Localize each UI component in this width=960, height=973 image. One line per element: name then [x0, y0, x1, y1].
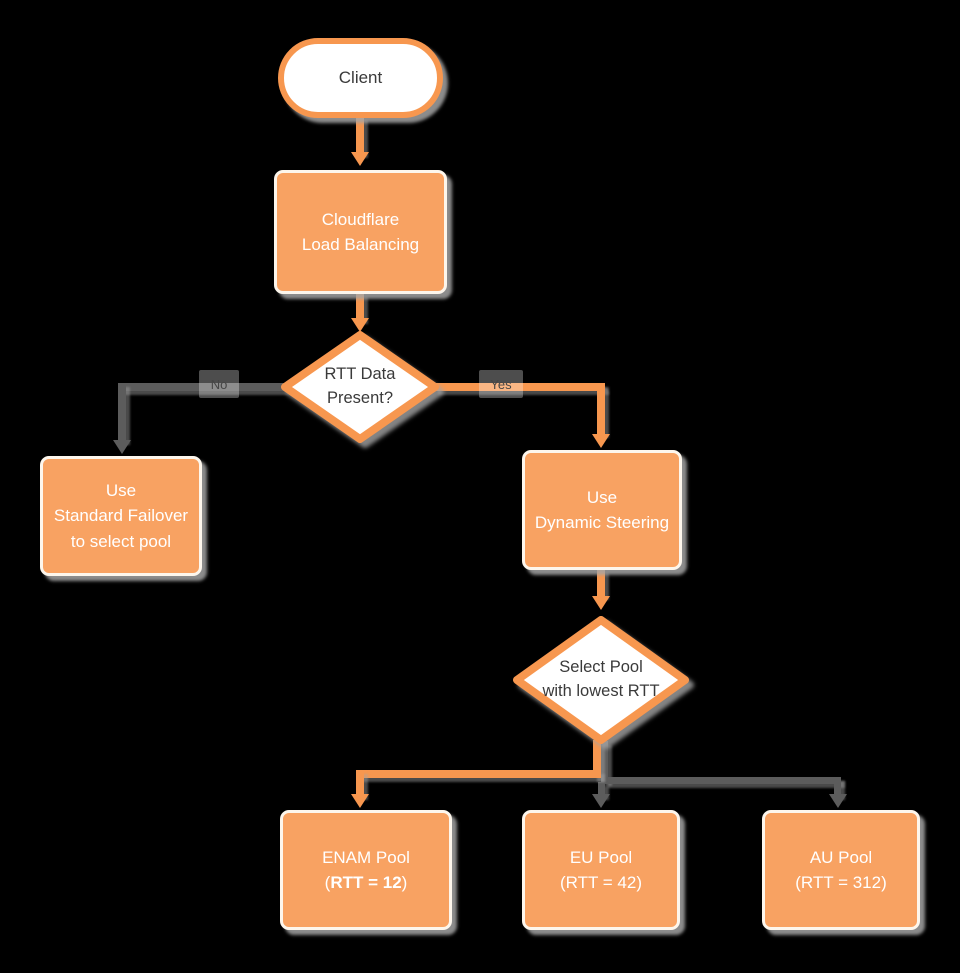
- decision-select-pool-lowest-rtt: Select Pool with lowest RTT: [512, 615, 690, 745]
- standard-failover-line1: Use: [105, 480, 137, 500]
- arrowhead-into-eu-pool: [592, 794, 610, 808]
- enam-pool-line2: (RTT = 12): [325, 870, 408, 896]
- eu-pool-line1: EU Pool: [569, 847, 633, 867]
- edge-yes-vertical: [597, 383, 605, 434]
- edge-label-yes-text: Yes: [490, 376, 512, 392]
- dynamic-steering-line1: Use: [586, 487, 618, 507]
- edge-label-no: No: [199, 370, 239, 398]
- node-cloudflare-line1: Cloudflare: [321, 209, 400, 229]
- edge-no-horizontal: [118, 383, 286, 391]
- edge-no-vertical: [118, 383, 126, 441]
- arrowhead-into-standard-failover: [113, 440, 131, 454]
- edge-enam-horizontal: [356, 770, 601, 778]
- edge-enam-vertical-from-decision: [593, 740, 601, 778]
- edge-pools-gray-vertical: [601, 741, 608, 782]
- edge-eu-drop: [598, 782, 605, 796]
- decision-diamond-shape: [281, 331, 439, 443]
- edge-label-yes: Yes: [479, 370, 523, 398]
- au-pool-line1: AU Pool: [809, 847, 873, 867]
- node-au-pool: AU Pool (RTT = 312): [762, 810, 920, 930]
- enam-rtt-value: RTT = 12: [330, 873, 402, 892]
- edge-yes-horizontal: [434, 383, 605, 391]
- edge-steering-to-decision2: [597, 569, 605, 596]
- node-enam-pool: ENAM Pool (RTT = 12): [280, 810, 452, 930]
- node-cloudflare-load-balancing: Cloudflare Load Balancing: [274, 170, 447, 294]
- enam-rtt-close-paren: ): [401, 873, 408, 892]
- enam-pool-line1: ENAM Pool: [322, 847, 410, 867]
- arrowhead-into-decision2: [592, 596, 610, 610]
- edge-label-no-text: No: [210, 376, 228, 392]
- node-use-dynamic-steering: Use Dynamic Steering: [522, 450, 682, 570]
- edge-enam-drop: [356, 770, 364, 796]
- edge-pools-gray-horizontal: [604, 777, 841, 784]
- edge-cloudflare-to-decision: [356, 293, 364, 320]
- node-client-label: Client: [338, 68, 383, 87]
- arrowhead-into-cloudflare: [351, 152, 369, 166]
- dynamic-steering-line2: Dynamic Steering: [534, 513, 670, 532]
- arrowhead-into-au-pool: [829, 794, 847, 808]
- edge-au-drop: [834, 777, 841, 796]
- arrowhead-into-enam-pool: [351, 794, 369, 808]
- eu-pool-line2: (RTT = 42): [559, 873, 643, 892]
- edge-client-to-cloudflare: [356, 116, 364, 154]
- decision2-line2: with lowest RTT: [542, 682, 660, 700]
- decision2-diamond-shape: [513, 616, 689, 744]
- decision2-line1: Select Pool: [559, 658, 643, 677]
- decision1-line2: Present?: [326, 389, 394, 407]
- enam-rtt-open-paren: (: [324, 873, 331, 892]
- arrowhead-into-decision1: [351, 318, 369, 332]
- node-client: Client: [278, 38, 443, 118]
- node-use-standard-failover: Use Standard Failover to select pool: [40, 456, 202, 576]
- standard-failover-line3: to select pool: [70, 531, 172, 551]
- standard-failover-line2: Standard Failover: [53, 506, 189, 526]
- decision-rtt-data-present: RTT Data Present?: [280, 330, 440, 444]
- node-eu-pool: EU Pool (RTT = 42): [522, 810, 680, 930]
- node-cloudflare-line2: Load Balancing: [301, 235, 420, 254]
- au-pool-line2: (RTT = 312): [795, 873, 887, 892]
- decision1-line1: RTT Data: [324, 365, 396, 384]
- arrowhead-into-dynamic-steering: [592, 434, 610, 448]
